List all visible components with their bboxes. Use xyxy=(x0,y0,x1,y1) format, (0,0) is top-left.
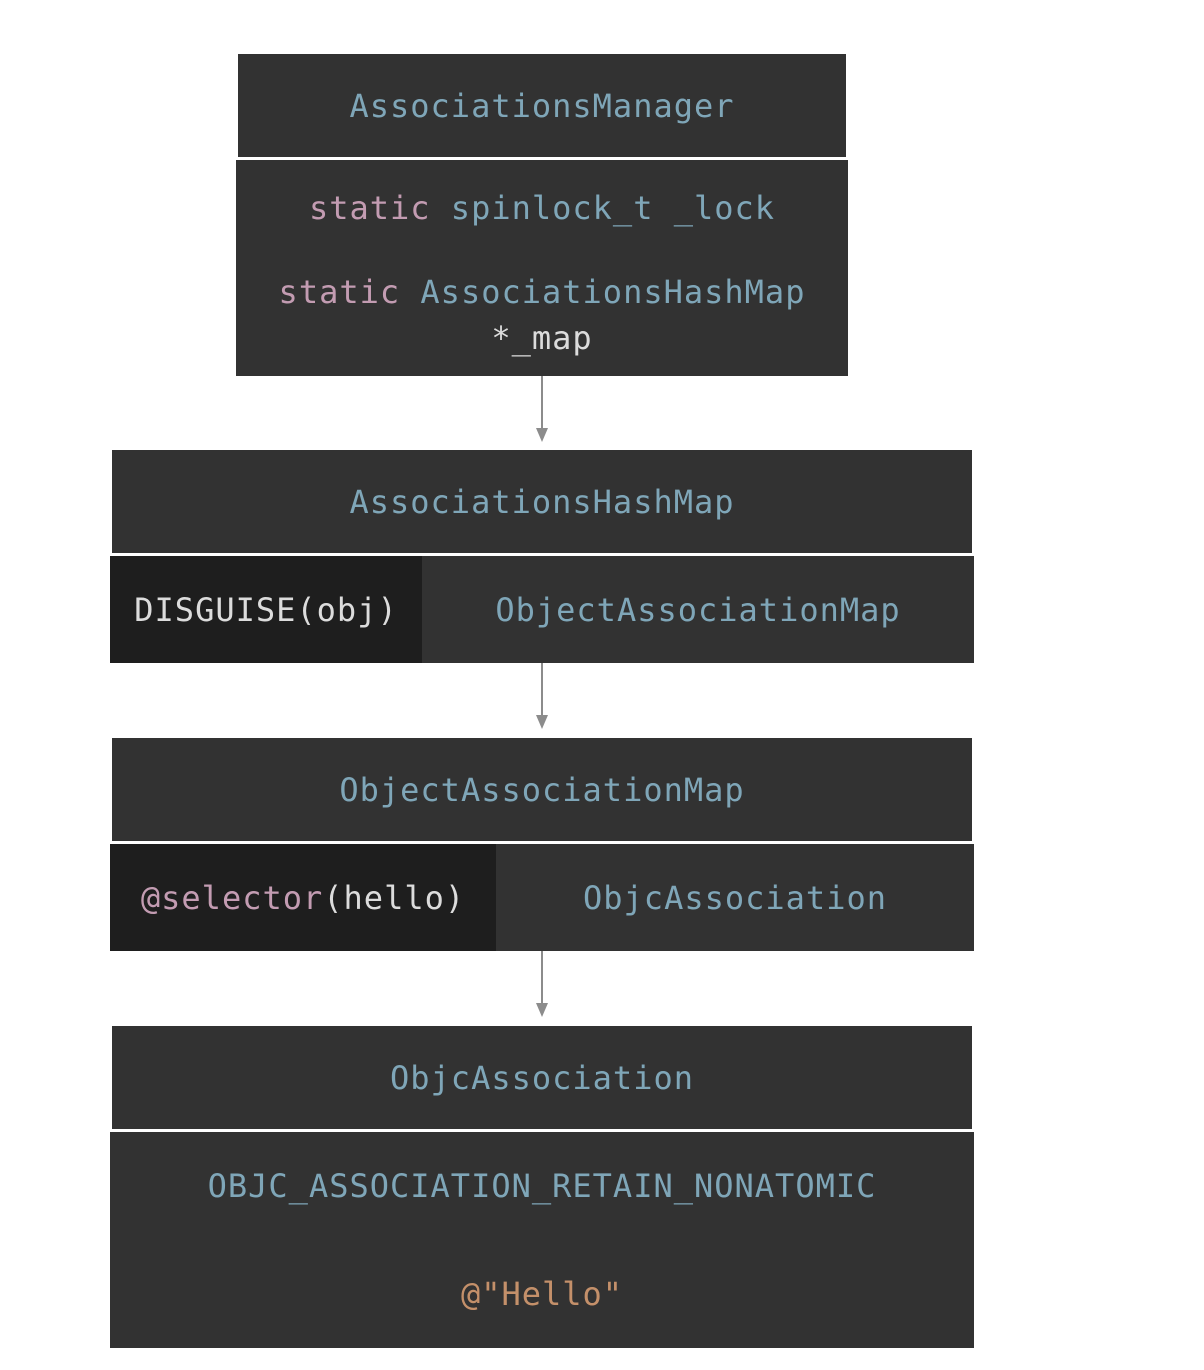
objc-association-header: ObjcAssociation xyxy=(112,1026,972,1129)
objmap-value-cell: ObjcAssociation xyxy=(496,844,974,951)
arrow-objmap-to-association xyxy=(536,951,548,1017)
associations-hashmap-entry: DISGUISE(obj) ObjectAssociationMap xyxy=(110,556,974,663)
associations-manager-title: AssociationsManager xyxy=(349,86,735,125)
object-association-map-header: ObjectAssociationMap xyxy=(112,738,972,841)
arrow-hashmap-to-objmap xyxy=(536,663,548,729)
hashmap-value: ObjectAssociationMap xyxy=(495,590,901,629)
object-association-map-entry: @selector(hello) ObjcAssociation xyxy=(110,844,974,951)
associations-hashmap-header: AssociationsHashMap xyxy=(112,450,972,553)
hashmap-value-cell: ObjectAssociationMap xyxy=(422,556,974,663)
map-type: AssociationsHashMap xyxy=(420,273,806,311)
hashmap-key-cell: DISGUISE(obj) xyxy=(110,556,422,663)
map-field: static AssociationsHashMap xyxy=(279,269,806,315)
associations-manager-header: AssociationsManager xyxy=(238,54,846,157)
hashmap-key: DISGUISE(obj) xyxy=(134,590,398,629)
objc-association-body: OBJC_ASSOCIATION_RETAIN_NONATOMIC @"Hell… xyxy=(110,1132,974,1348)
association-policy: OBJC_ASSOCIATION_RETAIN_NONATOMIC xyxy=(207,1167,877,1205)
object-association-map-title: ObjectAssociationMap xyxy=(339,770,745,809)
lock-static-keyword: static xyxy=(308,189,431,227)
objmap-value: ObjcAssociation xyxy=(583,878,887,917)
objmap-key-arg: (hello) xyxy=(323,878,466,917)
objmap-key-selector: @selector xyxy=(140,878,324,917)
objc-association-title: ObjcAssociation xyxy=(390,1058,694,1097)
lock-declaration: spinlock_t _lock xyxy=(450,189,776,227)
association-value: @"Hello" xyxy=(460,1275,624,1313)
map-variable: *_map xyxy=(491,319,593,357)
associations-hashmap-title: AssociationsHashMap xyxy=(349,482,735,521)
map-static-keyword: static xyxy=(278,273,401,311)
associations-manager-body: static spinlock_t _lock static Associati… xyxy=(236,160,848,376)
objmap-key-cell: @selector(hello) xyxy=(110,844,496,951)
lock-field: static spinlock_t _lock xyxy=(309,185,775,231)
arrow-manager-to-hashmap xyxy=(536,376,548,442)
